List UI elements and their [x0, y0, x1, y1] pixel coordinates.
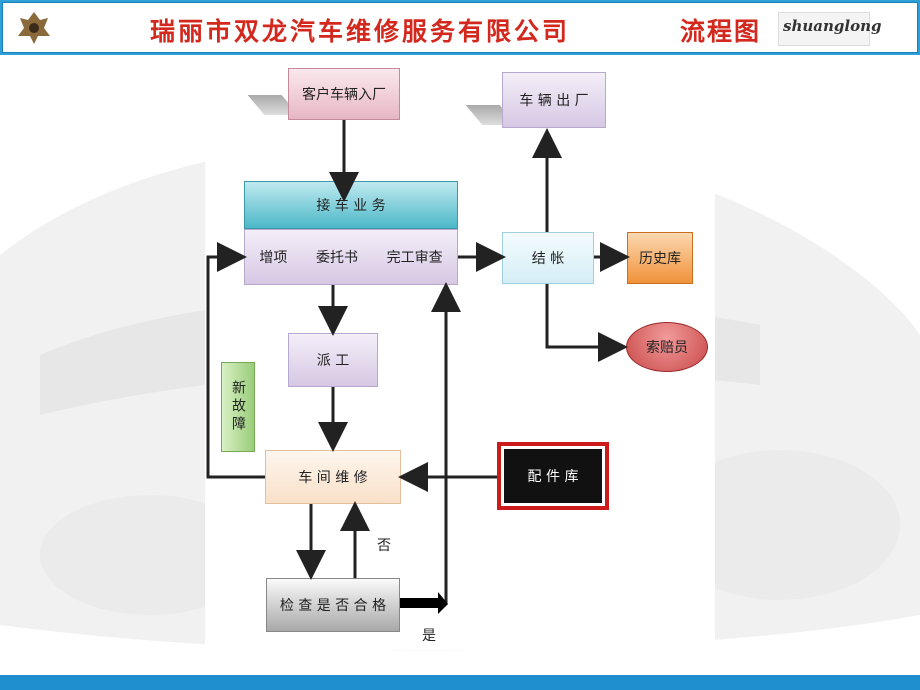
page-title: 瑞丽市双龙汽车维修服务有限公司 — [150, 17, 571, 46]
arrow-workshop-to-reception-loop — [206, 242, 265, 479]
history-label: 历史库 — [639, 251, 681, 267]
history-box: 历史库 — [627, 232, 693, 284]
settlement-box: 结 帐 — [502, 232, 594, 284]
vehicle-exit-label: 车 辆 出 厂 — [519, 93, 589, 109]
reception-item-review: 完工审查 — [386, 250, 443, 266]
dispatch-label: 派 工 — [316, 353, 350, 369]
new-fault-box: 新故障 — [221, 362, 255, 452]
customer-entry-label: 客户车辆入厂 — [302, 87, 386, 103]
reception-item-add: 增项 — [259, 250, 288, 266]
reception-items-box: 增项 委托书 完工审查 — [244, 229, 458, 285]
page-subtitle: 流程图 — [680, 17, 762, 46]
reception-label: 接 车 业 务 — [316, 198, 386, 214]
brand-logo: shuanglong — [778, 12, 881, 46]
settlement-label: 结 帐 — [531, 251, 565, 267]
parts-label: 配 件 库 — [527, 469, 579, 485]
reception-item-commission: 委托书 — [315, 250, 358, 266]
claims-ellipse: 索赔员 — [626, 322, 708, 372]
workshop-label: 车 间 维 修 — [298, 470, 368, 486]
footer-bar — [0, 675, 920, 690]
customer-entry-box: 客户车辆入厂 — [288, 68, 400, 120]
parts-box-frame: 配 件 库 — [497, 442, 609, 510]
new-fault-label: 新故障 — [230, 380, 246, 434]
arrow-inspection-yes — [400, 592, 448, 614]
claims-label: 索赔员 — [646, 340, 688, 356]
inspection-label: 检 查 是 否 合 格 — [279, 598, 387, 614]
parts-box: 配 件 库 — [504, 449, 602, 503]
inspection-box: 检 查 是 否 合 格 — [266, 578, 400, 632]
yes-label: 是 — [422, 628, 436, 644]
header-bar — [0, 0, 920, 55]
brand-logo-text: shuanglong — [783, 17, 882, 35]
dispatch-box: 派 工 — [288, 333, 378, 387]
vehicle-exit-box: 车 辆 出 厂 — [502, 72, 606, 128]
no-label: 否 — [377, 538, 391, 554]
header-panel — [2, 2, 918, 53]
company-logo-icon — [12, 6, 56, 50]
arrow-settlement-to-claims — [545, 284, 628, 362]
